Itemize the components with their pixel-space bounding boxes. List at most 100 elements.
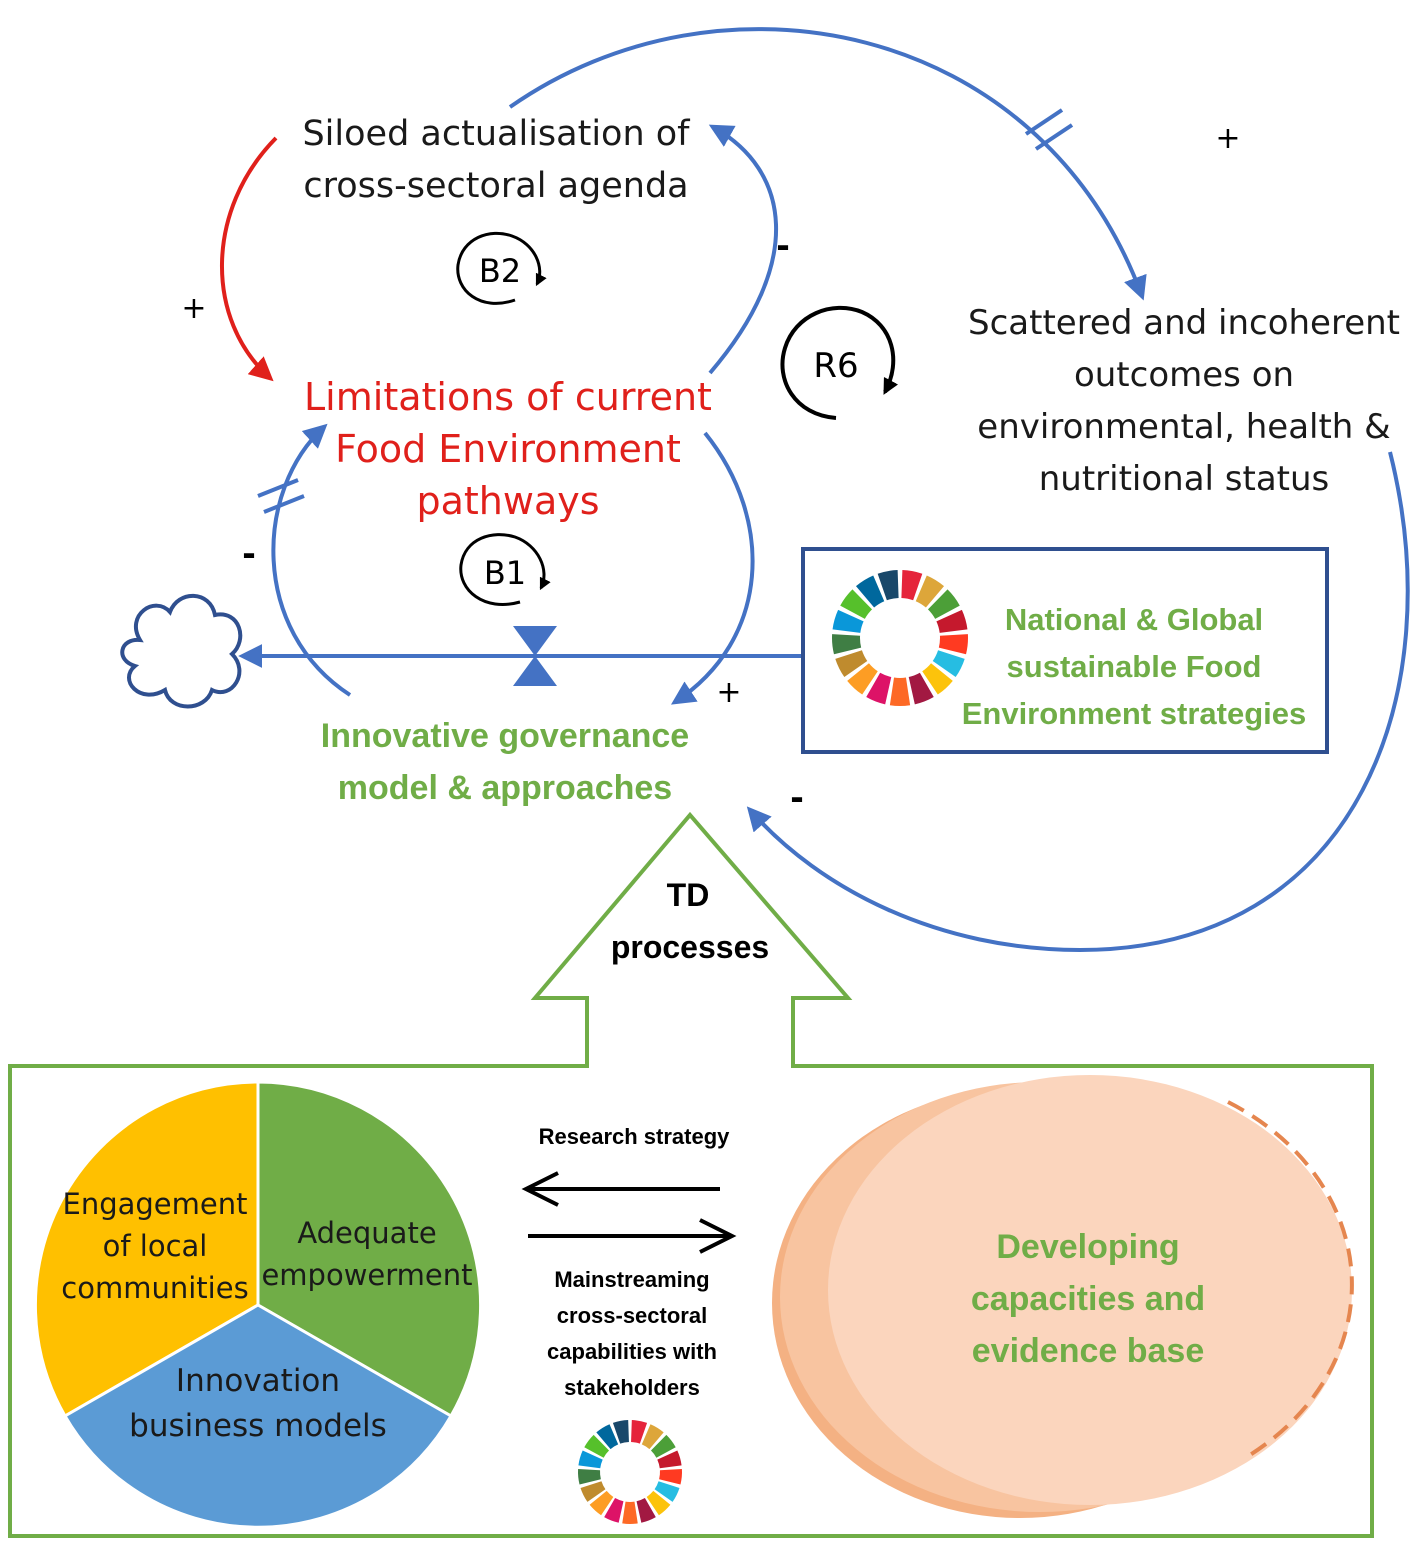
node-siloed-line: cross-sectoral agenda — [303, 166, 688, 206]
sdg-wheel-segment — [936, 609, 968, 633]
sdg-wheel-segment — [847, 663, 878, 695]
sdg-wheel-segment — [866, 672, 892, 705]
polarity-left-red: + — [181, 291, 206, 326]
sdg-wheel-segment — [932, 650, 965, 678]
node-scattered-line: outcomes on — [1074, 355, 1294, 395]
sdg-wheel-segment — [596, 1424, 619, 1450]
node-limitations: Limitations of current Food Environment … — [304, 375, 712, 523]
sdg-wheel-segment — [927, 589, 960, 619]
sdg-wheel-small-icon — [577, 1420, 682, 1524]
mainstreaming-line: cross-sectoral — [557, 1303, 707, 1328]
link-limitations-to-siloed — [708, 124, 779, 375]
link-limitations-to-governance — [670, 431, 755, 705]
node-governance-line: model & approaches — [338, 769, 672, 807]
developing-line: Developing — [996, 1228, 1179, 1266]
sdg-wheel-segment — [855, 575, 885, 608]
polarity-minus-b2: - — [776, 223, 789, 267]
capacity-ellipse-front — [828, 1075, 1352, 1505]
node-strategies-line: sustainable Food — [1007, 649, 1262, 684]
sdg-wheel-segment — [646, 1490, 671, 1516]
sdg-wheel-segment — [636, 1498, 656, 1523]
pie-slice-empowerment — [256, 1080, 483, 1419]
link-siloed-to-scattered — [508, 27, 1147, 301]
sdg-wheel-segment — [612, 1420, 629, 1444]
developing-label: Developing capacities and evidence base — [971, 1228, 1205, 1370]
polarity-top-right: + — [1215, 121, 1240, 156]
arrow-left-icon — [521, 1171, 720, 1207]
developing-line: capacities and — [971, 1280, 1205, 1318]
node-siloed: Siloed actualisation of cross-sectoral a… — [302, 114, 690, 206]
cloud-icon — [120, 593, 243, 709]
sdg-wheel-segment — [908, 672, 934, 705]
research-strategy-label: Research strategy — [539, 1124, 731, 1149]
arrow-right-icon — [528, 1218, 737, 1254]
pie-label-line: Engagement — [63, 1187, 248, 1221]
loop-b2-label: B2 — [479, 252, 521, 290]
polarity-minus-b1: - — [242, 531, 255, 575]
td-label-line: processes — [611, 929, 769, 965]
pie-label-line: Innovation — [176, 1363, 340, 1399]
sdg-wheel-segment — [577, 1469, 601, 1485]
td-label-line: TD — [667, 877, 710, 913]
pie-slice-engagement — [33, 1080, 260, 1419]
node-siloed-line: Siloed actualisation of — [302, 114, 690, 154]
sdg-wheel-segment — [832, 634, 862, 655]
sdg-wheel-segment — [622, 1501, 638, 1524]
sdg-wheel-segment — [915, 575, 945, 608]
node-limitations-line: pathways — [416, 479, 599, 523]
pie-label-line: empowerment — [261, 1258, 472, 1292]
pie-label-line: Adequate — [297, 1216, 436, 1250]
sdg-wheel-segment — [578, 1450, 603, 1469]
node-governance: Innovative governance model & approaches — [321, 717, 689, 807]
sdg-wheel-segment — [938, 634, 969, 655]
link-siloed-to-limitations — [220, 136, 278, 382]
sdg-wheel-segment — [877, 570, 899, 601]
loop-b1: B1 — [459, 533, 551, 606]
pie-chart — [33, 1080, 483, 1529]
pie-label-innovation: Innovation business models — [129, 1363, 387, 1444]
mainstreaming-line: capabilities with — [547, 1339, 717, 1364]
mainstreaming-line: stakeholders — [564, 1375, 700, 1400]
developing-line: evidence base — [972, 1332, 1204, 1370]
node-limitations-line: Food Environment — [335, 427, 681, 471]
sdg-wheel-segment — [840, 589, 873, 619]
pie-label-line: of local — [103, 1229, 208, 1263]
sdg-wheel-segment — [580, 1481, 606, 1502]
td-label: TD processes — [611, 877, 769, 965]
loop-b2: B2 — [456, 231, 547, 305]
polarity-minus-return: - — [790, 775, 803, 819]
sdg-wheel-segment — [641, 1424, 664, 1450]
pie-label-line: business models — [129, 1408, 387, 1444]
sdg-wheel-segment — [922, 663, 953, 695]
pie-label-empowerment: Adequate empowerment — [261, 1216, 472, 1292]
sdg-wheel-segment — [657, 1450, 682, 1469]
loop-r6-label: R6 — [813, 346, 858, 386]
sdg-wheel-segment — [650, 1434, 676, 1458]
polarity-plus-gov: + — [716, 675, 741, 710]
delay-mark-top — [1024, 108, 1074, 151]
sdg-wheel-segment — [654, 1481, 680, 1502]
pie-label-line: communities — [61, 1271, 248, 1305]
link-scattered-to-governance — [746, 451, 1410, 953]
sdg-wheel-segment — [659, 1469, 682, 1485]
mainstreaming-line: Mainstreaming — [554, 1267, 709, 1292]
sdg-wheel-segment — [835, 650, 868, 678]
node-strategies-line: Environment strategies — [962, 696, 1307, 731]
sdg-wheel-segment — [604, 1498, 624, 1523]
sdg-wheel-segment — [589, 1490, 614, 1516]
sdg-wheel-segment — [584, 1434, 610, 1458]
capacity-ellipses — [772, 1075, 1354, 1518]
node-strategies: National & Global sustainable Food Envir… — [962, 602, 1307, 731]
node-limitations-line: Limitations of current — [304, 375, 712, 419]
sdg-wheel-segment — [631, 1420, 648, 1444]
node-scattered-line: environmental, health & — [977, 407, 1390, 447]
mainstreaming-label: Mainstreaming cross-sectoral capabilitie… — [547, 1267, 717, 1400]
pie-slice-innovation — [62, 1303, 454, 1529]
node-governance-line: Innovative governance — [321, 717, 689, 755]
sdg-wheel-icon — [832, 570, 969, 706]
node-scattered-line: Scattered and incoherent — [968, 303, 1400, 343]
sdg-wheel-segment — [889, 677, 911, 706]
flow-valve — [513, 626, 557, 686]
node-strategies-line: National & Global — [1005, 602, 1263, 637]
